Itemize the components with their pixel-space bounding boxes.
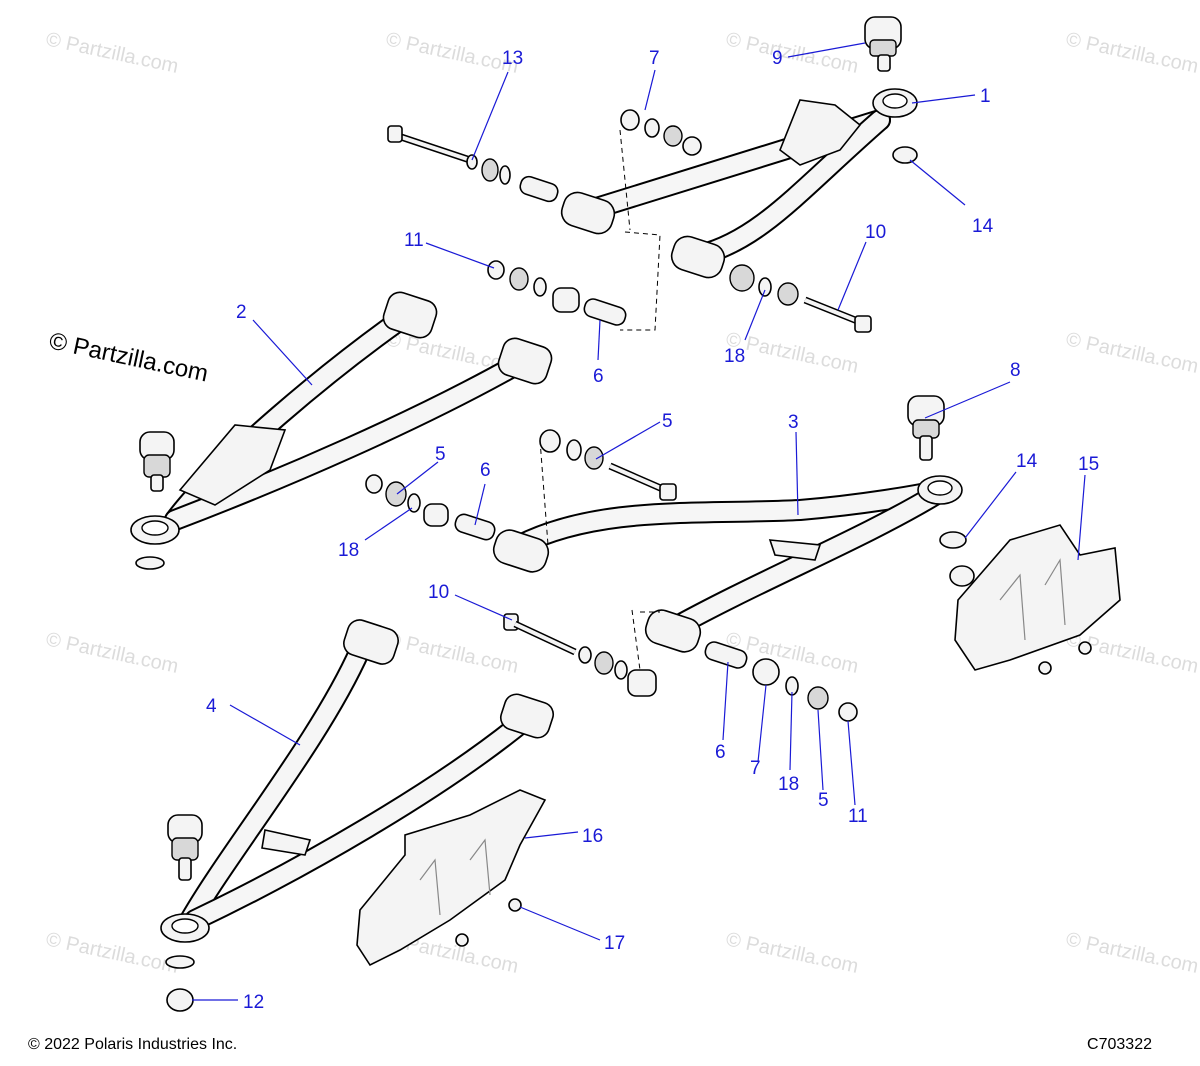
watermark: © Partzilla.com	[44, 28, 180, 78]
callout-4[interactable]: 4	[206, 696, 217, 717]
snap-ring	[892, 146, 918, 164]
watermark: © Partzilla.com	[724, 28, 860, 78]
callout-12[interactable]: 12	[243, 992, 264, 1013]
ball-joint-lower-left	[167, 814, 203, 881]
callout-5[interactable]: 5	[662, 411, 673, 432]
snap-ring	[939, 531, 967, 549]
callout-18[interactable]: 18	[724, 346, 745, 367]
watermark: © Partzilla.com	[1064, 328, 1200, 378]
watermark: © Partzilla.com	[384, 28, 520, 78]
callout-18[interactable]: 18	[338, 540, 359, 561]
upper-a-arm-left	[130, 291, 553, 570]
copyright-text: © 2022 Polaris Industries Inc.	[28, 1036, 238, 1053]
center-hardware	[365, 429, 677, 546]
callout-15[interactable]: 15	[1078, 454, 1099, 475]
bushing	[949, 565, 975, 587]
lower-a-arm-left	[160, 619, 555, 969]
watermark: © Partzilla.com	[384, 628, 520, 678]
watermark: © Partzilla.com	[44, 628, 180, 678]
bushing-12	[166, 988, 194, 1012]
callout-8[interactable]: 8	[1010, 360, 1021, 381]
ball-joint-9	[864, 16, 902, 72]
callout-10[interactable]: 10	[428, 582, 449, 603]
callout-labels: 1 2 3 4 5 5 5 6 6 6 7 7 8 9 10 10 11 11 …	[206, 48, 1099, 1013]
guard-plate-15	[954, 524, 1121, 675]
diagram-code: C703322	[1087, 1036, 1152, 1053]
watermark: © Partzilla.com	[1064, 28, 1200, 78]
ball-joint-8	[907, 395, 945, 461]
mid-hardware-row	[487, 231, 872, 333]
watermark: © Partzilla.com	[1064, 928, 1200, 978]
watermark: © Partzilla.com	[724, 928, 860, 978]
watermark-large: © Partzilla.com	[47, 327, 211, 387]
callout-2[interactable]: 2	[236, 302, 247, 323]
callout-13[interactable]: 13	[502, 48, 523, 69]
upper-a-arm-right	[560, 88, 918, 279]
callout-5[interactable]: 5	[435, 444, 446, 465]
callout-10[interactable]: 10	[865, 222, 886, 243]
callout-6[interactable]: 6	[480, 460, 491, 481]
callout-3[interactable]: 3	[788, 412, 799, 433]
guard-plate-16	[356, 789, 547, 967]
lower-a-arm-center	[492, 475, 963, 653]
callout-16[interactable]: 16	[582, 826, 603, 847]
callout-5[interactable]: 5	[818, 790, 829, 811]
watermark: © Partzilla.com	[44, 928, 180, 978]
callout-9[interactable]: 9	[772, 48, 783, 69]
ball-joint-left	[139, 431, 175, 492]
callout-1[interactable]: 1	[980, 86, 991, 107]
callout-11[interactable]: 11	[848, 806, 868, 827]
leader-lines	[192, 42, 1086, 1001]
callout-7[interactable]: 7	[649, 48, 660, 69]
lower-hardware-row	[503, 609, 858, 722]
callout-11[interactable]: 11	[404, 230, 424, 251]
callout-14[interactable]: 14	[972, 216, 994, 237]
upper-hardware-row	[387, 109, 702, 231]
callout-6[interactable]: 6	[715, 742, 726, 763]
callout-7[interactable]: 7	[750, 758, 761, 779]
callout-17[interactable]: 17	[604, 933, 625, 954]
callout-18[interactable]: 18	[778, 774, 799, 795]
callout-6[interactable]: 6	[593, 366, 604, 387]
callout-14[interactable]: 14	[1016, 451, 1038, 472]
